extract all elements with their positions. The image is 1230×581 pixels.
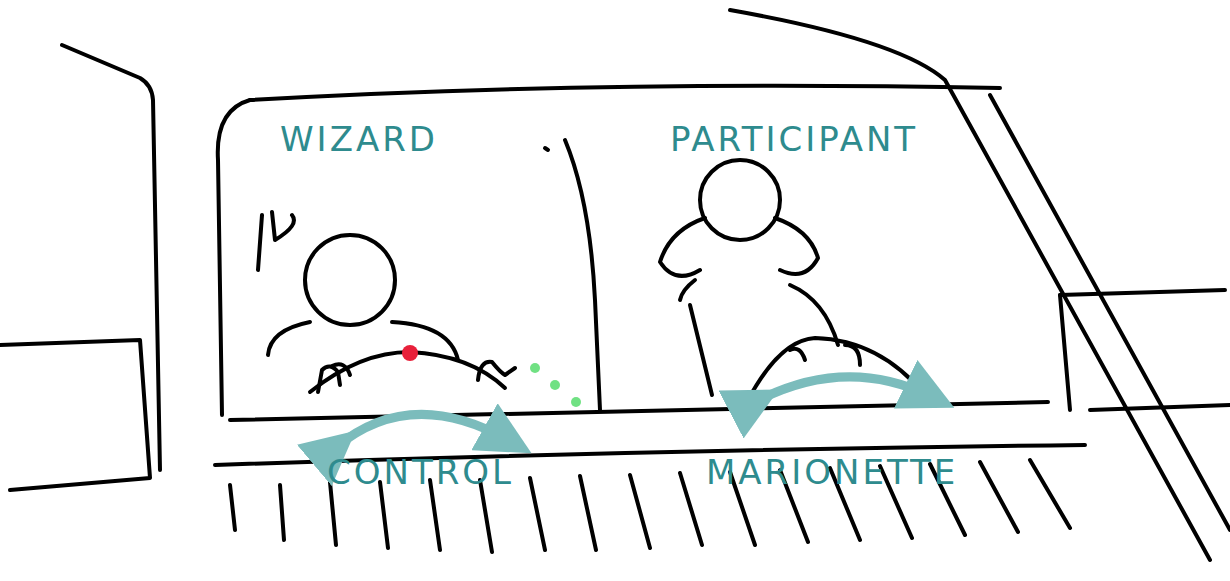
role-label: WIZARD bbox=[280, 122, 438, 156]
role-label: PARTICIPANT bbox=[670, 122, 918, 156]
mode-label: CONTROL bbox=[327, 455, 514, 489]
mode-label: MARIONETTE bbox=[706, 455, 958, 489]
